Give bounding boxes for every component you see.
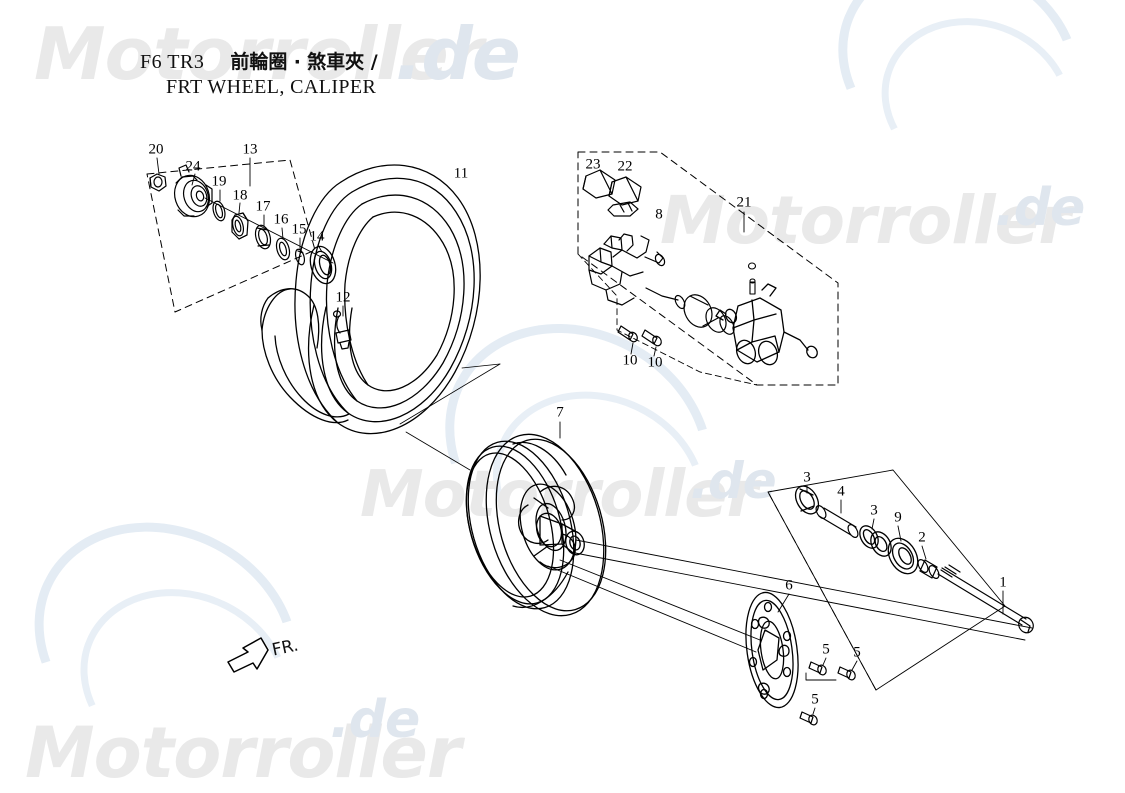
part-callout-18: 18 [232, 187, 248, 204]
leader-lines-disc-bolts [805, 657, 858, 715]
title-line-primary: F6 TR3 前輪圈 ‧ 煞車夾 / [140, 50, 378, 75]
fr-direction-arrow [227, 637, 269, 673]
part-19-o-ring [212, 200, 226, 222]
caliper-small-hardware [747, 262, 757, 295]
axle-group-box [767, 469, 1006, 691]
caliper-piston-assembly [645, 287, 735, 335]
part-callout-11: 11 [453, 165, 469, 182]
speedo-axis-line [204, 197, 334, 264]
part-callout-4: 4 [837, 483, 845, 500]
part-callout-5: 5 [822, 641, 830, 658]
part-callout-5: 5 [811, 691, 819, 708]
part-11-tire [260, 164, 481, 435]
part-3-bearing-a [794, 485, 820, 515]
part-5-disc-bolt-b [837, 666, 856, 681]
part-7-wheel-rim [465, 433, 607, 617]
title-english: FRT WHEEL, CALIPER [166, 76, 377, 98]
leader-lines-caliper-bolts [630, 342, 657, 357]
axle-group-box-dashes [767, 491, 877, 691]
leader-lines-left [156, 157, 344, 317]
part-22-brake-pad [608, 176, 642, 206]
part-callout-15: 15 [291, 221, 307, 238]
part-4-distance-collar [815, 505, 859, 538]
part-5-disc-bolt-a [808, 661, 827, 676]
part-20-nut [149, 173, 167, 192]
part-callout-8: 8 [655, 206, 663, 223]
part-callout-16: 16 [273, 211, 289, 228]
part-10-bolt-a [617, 325, 638, 343]
part-8-pad-shim [607, 201, 639, 217]
part-2-spacer [917, 559, 940, 579]
part-5-disc-bolt-c [799, 711, 818, 726]
part-callout-24: 24 [185, 158, 201, 175]
part-callout-20: 20 [148, 141, 164, 158]
part-12-valve-stem [332, 310, 352, 350]
part-18-bushing [231, 212, 249, 240]
speedo-gear-dashed-box [146, 159, 316, 313]
part-callout-2: 2 [918, 529, 926, 546]
title-cjk: 前輪圈 ‧ 煞車夾 / [230, 51, 378, 73]
title-code: F6 TR3 [140, 51, 205, 73]
part-callout-21: 21 [736, 194, 752, 211]
part-callout-9: 9 [894, 509, 902, 526]
part-callout-12: 12 [335, 289, 351, 306]
part-callout-14: 14 [309, 228, 325, 245]
axle-centerlines [547, 539, 1033, 653]
part-callout-3: 3 [870, 502, 878, 519]
caliper-bracket-assembly [588, 233, 666, 306]
part-callout-23: 23 [585, 156, 601, 173]
part-9-oil-seal [887, 537, 919, 575]
part-21-caliper-body [715, 283, 818, 366]
part-24-speedometer-gearbox [173, 164, 213, 218]
diagram-title: F6 TR3 前輪圈 ‧ 煞車夾 / FRT WHEEL, CALIPER [140, 50, 378, 100]
leader-lines-axle [806, 485, 1004, 615]
construction-lines [399, 363, 501, 471]
part-callout-10: 10 [622, 352, 638, 369]
caliper-inner-dashed [577, 253, 758, 386]
part-3-bearing-b [859, 525, 892, 557]
part-callout-7: 7 [556, 404, 564, 421]
part-23-brake-pad [582, 169, 616, 199]
leader-line-6 [777, 593, 790, 613]
part-callout-6: 6 [785, 577, 793, 594]
part-callout-3: 3 [803, 469, 811, 486]
part-callout-13: 13 [242, 141, 258, 158]
part-callout-19: 19 [211, 173, 227, 190]
part-6-brake-disc [745, 591, 799, 709]
part-callout-22: 22 [617, 158, 633, 175]
part-callout-1: 1 [999, 574, 1007, 591]
part-callout-17: 17 [255, 198, 271, 215]
part-10-bolt-b [641, 329, 662, 347]
part-1-front-axle [937, 564, 1034, 634]
part-callout-10: 10 [647, 354, 663, 371]
part-16-ring [275, 237, 291, 261]
part-callout-5: 5 [853, 644, 861, 661]
